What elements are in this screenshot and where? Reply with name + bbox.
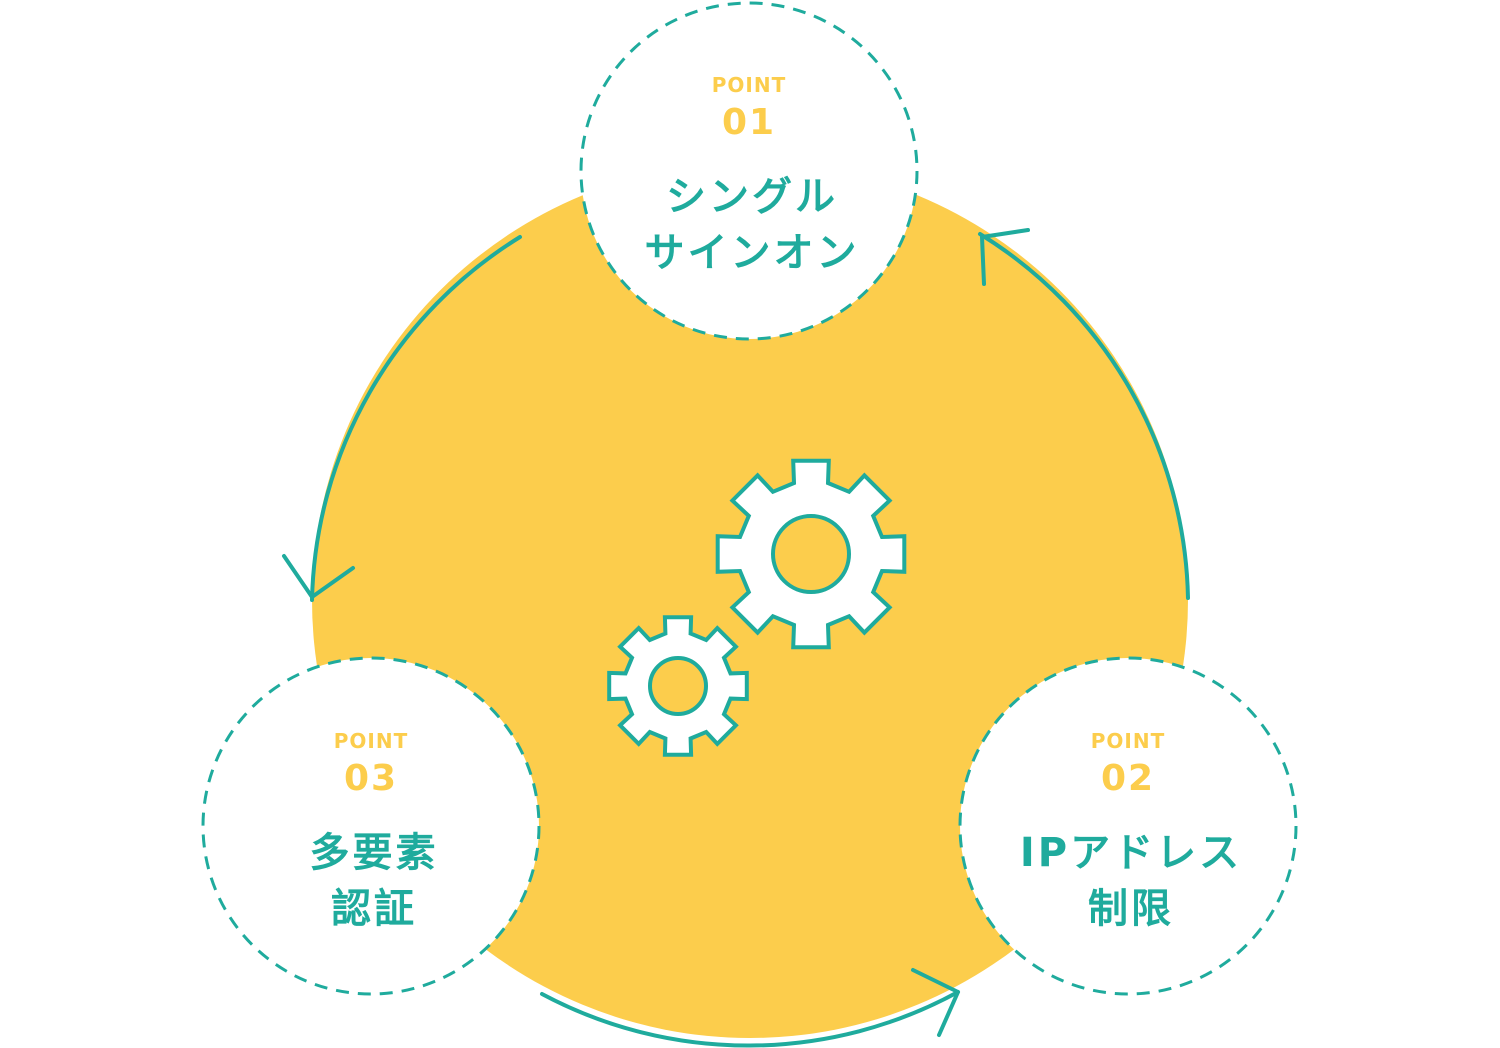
point-02-bubble: POINT 02 IPアドレス 制限	[958, 656, 1298, 996]
point-02-label: POINT	[1091, 729, 1165, 753]
point-01-bubble: POINT 01 シングル サインオン	[579, 1, 919, 341]
cycle-arrows	[282, 228, 1190, 1048]
point-01-number: 01	[722, 102, 776, 143]
cycle-arc-bottom	[540, 990, 960, 1048]
gears-icon	[607, 458, 907, 757]
point-01-title-line-2: サインオン	[645, 230, 860, 276]
point-01-circle	[579, 1, 919, 341]
point-03-circle	[201, 656, 541, 996]
point-03-bubble: POINT 03 多要素 認証	[201, 656, 541, 996]
gear-small-hole	[648, 656, 708, 716]
point-03-title-line-2: 認証	[331, 886, 417, 932]
point-03-title-line-1: 多要素	[310, 830, 439, 876]
point-02-number: 02	[1101, 758, 1155, 799]
cycle-arc-left	[310, 235, 522, 602]
cycle-arrowhead-left	[282, 554, 355, 599]
cycle-arc-right	[978, 232, 1190, 600]
point-03-label: POINT	[334, 729, 408, 753]
point-01-title-line-1: シングル	[666, 174, 838, 220]
gear-large-hole	[771, 514, 851, 594]
cycle-arrowhead-right	[980, 228, 1030, 286]
cycle-arrowhead-bottom	[911, 968, 960, 1037]
point-01-label: POINT	[712, 73, 786, 97]
point-02-circle	[958, 656, 1298, 996]
point-03-number: 03	[344, 758, 398, 799]
point-02-title-line-2: 制限	[1088, 886, 1174, 932]
point-02-title-line-1: IPアドレス	[1020, 830, 1242, 876]
